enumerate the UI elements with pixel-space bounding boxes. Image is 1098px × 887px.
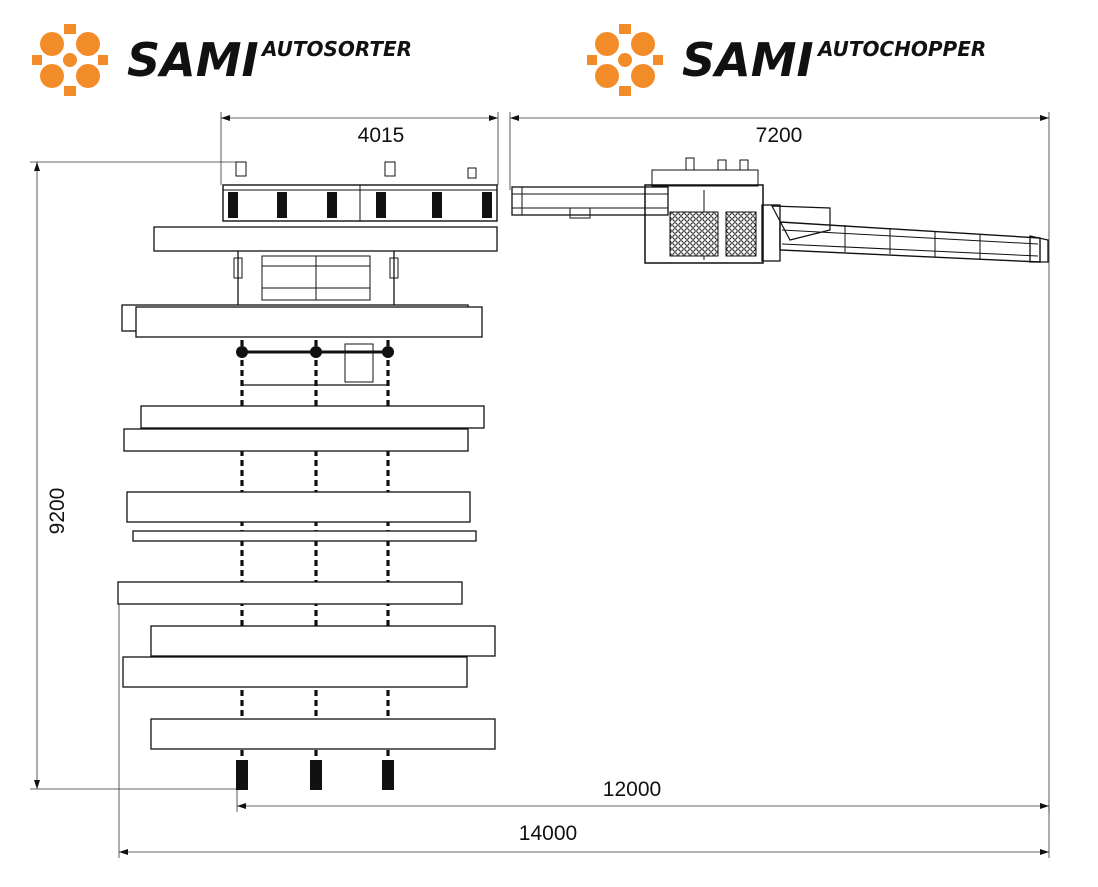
logo-autosorter: SAMI AUTOSORTER — [32, 24, 412, 96]
outfeed-conveyor — [779, 221, 1049, 263]
dimension-label: 14000 — [519, 822, 577, 845]
autochopper-drawing — [511, 157, 1049, 264]
dimension-9200: 9200 — [30, 161, 240, 790]
logo-brand-text: SAMI — [682, 33, 814, 87]
dimension-label: 12000 — [603, 778, 661, 801]
sami-gear-icon — [32, 24, 108, 96]
dimension-14000: 14000 — [118, 600, 1050, 858]
dimension-7200: 7200 — [509, 112, 1050, 245]
logo-product-text: AUTOCHOPPER — [816, 37, 986, 61]
logo-autochopper: SAMI AUTOCHOPPER — [587, 24, 986, 96]
radiator-grille — [725, 211, 757, 257]
dimension-label: 7200 — [756, 124, 803, 147]
logo-product-text: AUTOSORTER — [260, 37, 412, 61]
brush-rollers — [228, 192, 492, 218]
dimension-12000: 12000 — [236, 245, 1050, 812]
dimension-label: 4015 — [358, 124, 405, 147]
dimension-label: 9200 — [46, 488, 69, 535]
logo-brand-text: SAMI — [127, 33, 259, 87]
radiator-grille — [669, 211, 719, 257]
autosorter-drawing — [117, 161, 498, 790]
dimension-4015: 4015 — [220, 112, 499, 185]
sami-gear-icon — [587, 24, 663, 96]
logs — [117, 226, 498, 750]
